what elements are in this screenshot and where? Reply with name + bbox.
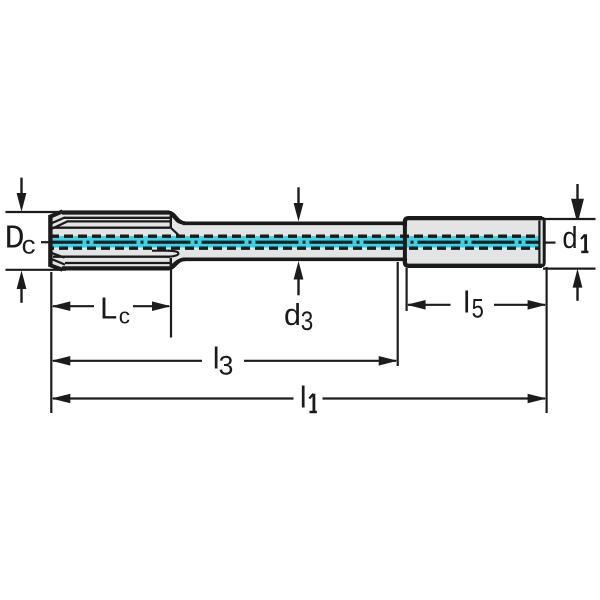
svg-text:l: l [300,380,307,415]
svg-text:5: 5 [472,294,484,324]
svg-text:L: L [100,291,117,326]
svg-text:l: l [463,285,470,320]
svg-text:c: c [21,232,37,262]
svg-text:3: 3 [219,350,234,380]
svg-text:l: l [213,342,220,376]
svg-text:3: 3 [301,306,314,336]
svg-text:d: d [562,221,577,255]
svg-text:c: c [119,303,130,328]
svg-text:D: D [5,220,25,258]
svg-text:d: d [284,298,301,332]
